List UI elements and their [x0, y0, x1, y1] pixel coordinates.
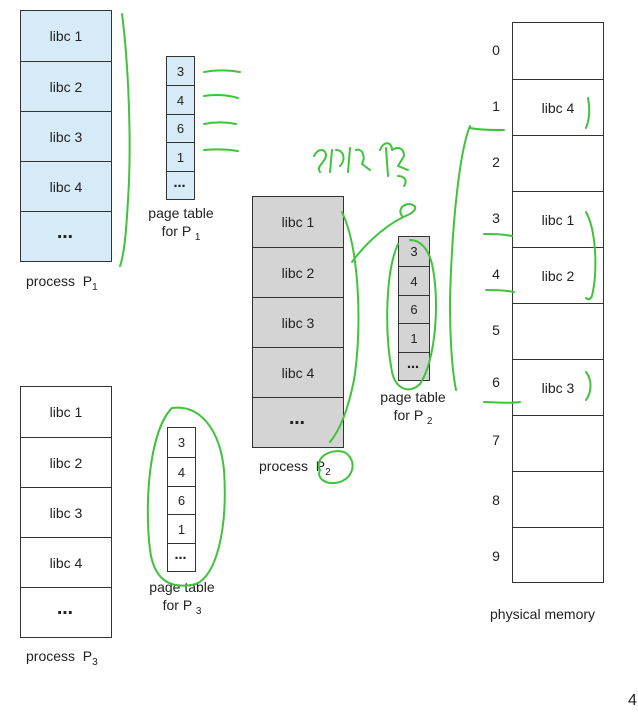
pt-p2-entry-1: 4: [399, 266, 429, 295]
frame-3: libc 1: [513, 191, 603, 247]
page-table-p1-label: page table for P 1: [148, 205, 214, 243]
frame-2: [513, 135, 603, 191]
frame-4: libc 2: [513, 247, 603, 303]
frame-index-8: 8: [492, 492, 500, 508]
pt-p3-entry-0: 3: [177, 435, 186, 450]
p1-page-4: libc 4: [21, 161, 111, 211]
frame-index-7: 7: [492, 432, 500, 448]
frame-index-9: 9: [492, 548, 500, 564]
pt-p1-entry-0: 3: [176, 63, 185, 79]
p1-page-2: libc 2: [21, 61, 111, 111]
p3-page-more: ⋯: [21, 587, 111, 637]
p2-page-more: ⋯: [253, 397, 343, 447]
p2-page-1: libc 1: [281, 214, 315, 230]
page-table-p2-label: page table for P 2: [380, 389, 446, 427]
frame-8: [513, 471, 603, 527]
frame-7: [513, 415, 603, 471]
ink-bracket-mem: [449, 125, 471, 391]
pt-p3-entry-3: 1: [168, 514, 195, 543]
physical-memory: libc 4 libc 1 libc 2 libc 3: [512, 22, 604, 583]
p2-page-2: libc 2: [253, 247, 343, 297]
ink-dash-mem-3: [483, 233, 513, 237]
ink-dash-p1-2: [203, 121, 237, 125]
frame-index-6: 6: [492, 374, 500, 390]
process-p1-label: process P1: [26, 273, 98, 293]
page-table-p2: 3 4 6 1 ⋯: [398, 236, 430, 381]
process-p1-pages: libc 1 libc 2 libc 3 libc 4 ⋯: [20, 10, 112, 262]
frame-index-0: 0: [492, 42, 500, 58]
pt-p1-entry-2: 6: [167, 114, 194, 142]
frame-index-4: 4: [492, 266, 500, 282]
p1-page-1: libc 1: [49, 28, 83, 44]
frame-1: libc 4: [513, 79, 603, 135]
pt-p1-entry-1: 4: [167, 85, 194, 114]
ink-dash-p1-0: [203, 69, 241, 73]
p1-page-more: ⋯: [21, 211, 111, 261]
frame-index-1: 1: [492, 98, 500, 114]
page-table-p1: 3 4 6 1 ⋯: [166, 56, 195, 200]
pt-p2-entry-0: 3: [410, 244, 418, 259]
ink-dash-p1-3: [203, 148, 239, 152]
pt-p2-entry-2: 6: [399, 295, 429, 323]
process-p3-pages: libc 1 libc 2 libc 3 libc 4 ⋯: [20, 386, 112, 638]
pt-p3-entry-1: 4: [168, 457, 195, 486]
ink-dash-mem-4: [485, 289, 515, 293]
frame-9: [513, 527, 603, 583]
frame-index-3: 3: [492, 210, 500, 226]
page-table-p3: 3 4 6 1 ⋯: [167, 427, 196, 572]
page-table-p3-label: page table for P 3: [149, 579, 215, 617]
p3-page-2: libc 2: [21, 437, 111, 487]
frame-index-2: 2: [492, 154, 500, 170]
p3-page-1: libc 1: [49, 404, 83, 420]
process-p2-pages: libc 1 libc 2 libc 3 libc 4 ⋯: [252, 196, 344, 448]
frame-5: [513, 303, 603, 359]
physical-memory-label: physical memory: [490, 606, 596, 622]
ink-dash-p1-1: [203, 93, 239, 99]
pt-p3-entry-2: 6: [168, 486, 195, 514]
pt-p1-entry-3: 1: [167, 142, 194, 171]
pt-p2-entry-more: ⋯: [399, 352, 429, 380]
p2-page-3: libc 3: [253, 297, 343, 347]
p1-page-3: libc 3: [21, 111, 111, 161]
frame-0: [513, 23, 603, 79]
pt-p2-entry-3: 1: [399, 323, 429, 352]
p2-page-4: libc 4: [253, 347, 343, 397]
pt-p1-entry-more: ⋯: [167, 171, 194, 199]
ink-scribble: [313, 142, 409, 187]
ink-bracket-p1: [119, 13, 131, 267]
process-p3-label: process P3: [26, 648, 98, 668]
ink-dash-mem-1: [469, 127, 505, 131]
frame-index-5: 5: [492, 322, 500, 338]
frame-6: libc 3: [513, 359, 603, 415]
pt-p3-entry-more: ⋯: [168, 543, 195, 571]
p3-page-3: libc 3: [21, 487, 111, 537]
process-p2-label: process P2: [259, 458, 331, 478]
p3-page-4: libc 4: [21, 537, 111, 587]
page-number: 4: [628, 692, 637, 709]
